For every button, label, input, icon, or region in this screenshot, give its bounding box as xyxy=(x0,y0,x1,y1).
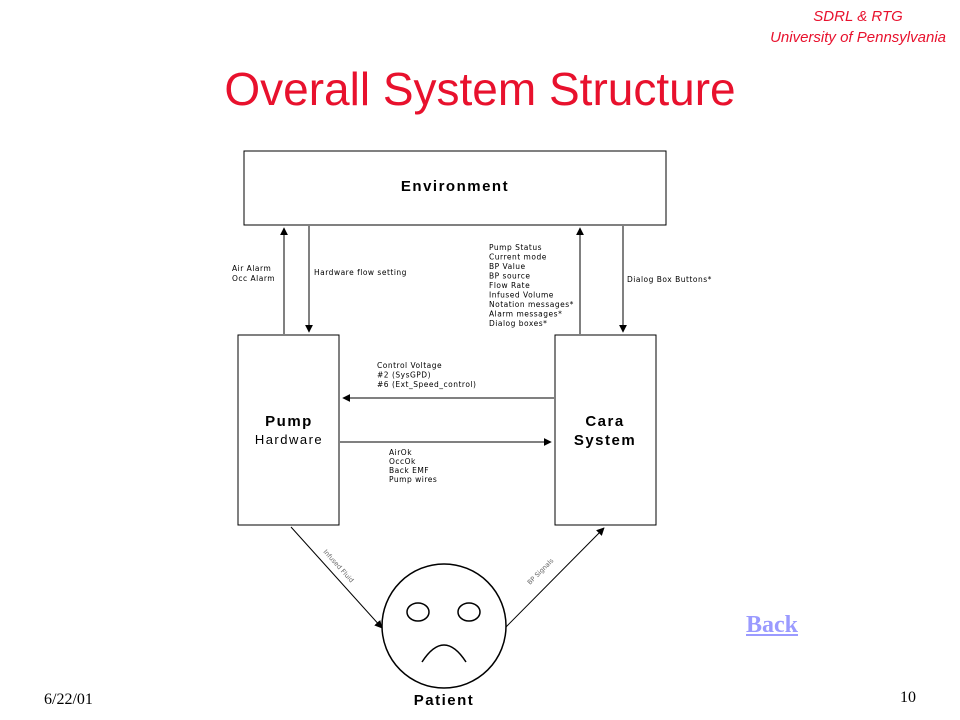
svg-text:Dialog boxes*: Dialog boxes* xyxy=(489,319,547,328)
patient-face xyxy=(381,563,507,689)
org-line-2: University of Pennsylvania xyxy=(770,29,946,46)
system-label: System xyxy=(574,432,636,449)
svg-text:Flow Rate: Flow Rate xyxy=(489,281,530,290)
svg-text:Current mode: Current mode xyxy=(489,253,547,262)
organization-header: SDRL & RTG University of Pennsylvania xyxy=(770,6,946,48)
back-link[interactable]: Back xyxy=(746,612,799,638)
page-number: 10 xyxy=(900,689,916,706)
svg-text:#2 (SysGPD): #2 (SysGPD) xyxy=(377,371,431,380)
svg-text:#6 (Ext_Speed_control): #6 (Ext_Speed_control) xyxy=(377,380,476,389)
svg-text:AirOk: AirOk xyxy=(389,448,412,457)
org-line-1: SDRL & RTG xyxy=(813,8,903,25)
frown-mouth xyxy=(421,644,467,663)
footer-date: 6/22/01 xyxy=(44,691,93,708)
svg-text:Control Voltage: Control Voltage xyxy=(377,361,442,370)
pump-to-cara-labels: AirOk OccOk Back EMF Pump wires xyxy=(389,448,437,484)
cara-label: Cara xyxy=(585,413,624,430)
slide-title: Overall System Structure xyxy=(224,63,736,115)
svg-text:BP Value: BP Value xyxy=(489,262,526,271)
environment-label: Environment xyxy=(401,178,509,195)
cara-system-box: Cara System xyxy=(554,334,657,526)
svg-text:BP source: BP source xyxy=(489,272,530,281)
patient-label: Patient xyxy=(414,692,475,709)
svg-text:OccOk: OccOk xyxy=(389,457,416,466)
arrow-patient-to-cara xyxy=(504,527,605,629)
svg-text:Pump wires: Pump wires xyxy=(389,475,437,484)
arrow-pump-to-patient xyxy=(290,526,383,629)
svg-text:Infused Volume: Infused Volume xyxy=(489,291,554,300)
environment-box: Environment xyxy=(243,150,667,226)
pump-label: Pump xyxy=(265,413,313,430)
svg-text:Alarm messages*: Alarm messages* xyxy=(489,310,562,319)
pump-to-env-labels: Air Alarm Occ Alarm xyxy=(232,264,275,283)
left-eye xyxy=(406,602,430,622)
cara-to-pump-labels: Control Voltage #2 (SysGPD) #6 (Ext_Spee… xyxy=(377,361,476,389)
svg-text:Pump Status: Pump Status xyxy=(489,243,542,252)
svg-text:Back EMF: Back EMF xyxy=(389,466,429,475)
label-occ-alarm: Occ Alarm xyxy=(232,274,275,283)
label-dialog-box-buttons: Dialog Box Buttons* xyxy=(627,275,712,284)
label-hardware-flow-setting: Hardware flow setting xyxy=(314,268,407,277)
hardware-label: Hardware xyxy=(255,432,323,447)
pump-hardware-box: Pump Hardware xyxy=(237,334,340,526)
label-air-alarm: Air Alarm xyxy=(232,264,271,273)
svg-text:Notation messages*: Notation messages* xyxy=(489,300,574,309)
cara-to-env-labels: Pump Status Current mode BP Value BP sou… xyxy=(489,243,574,328)
right-eye xyxy=(457,602,481,622)
